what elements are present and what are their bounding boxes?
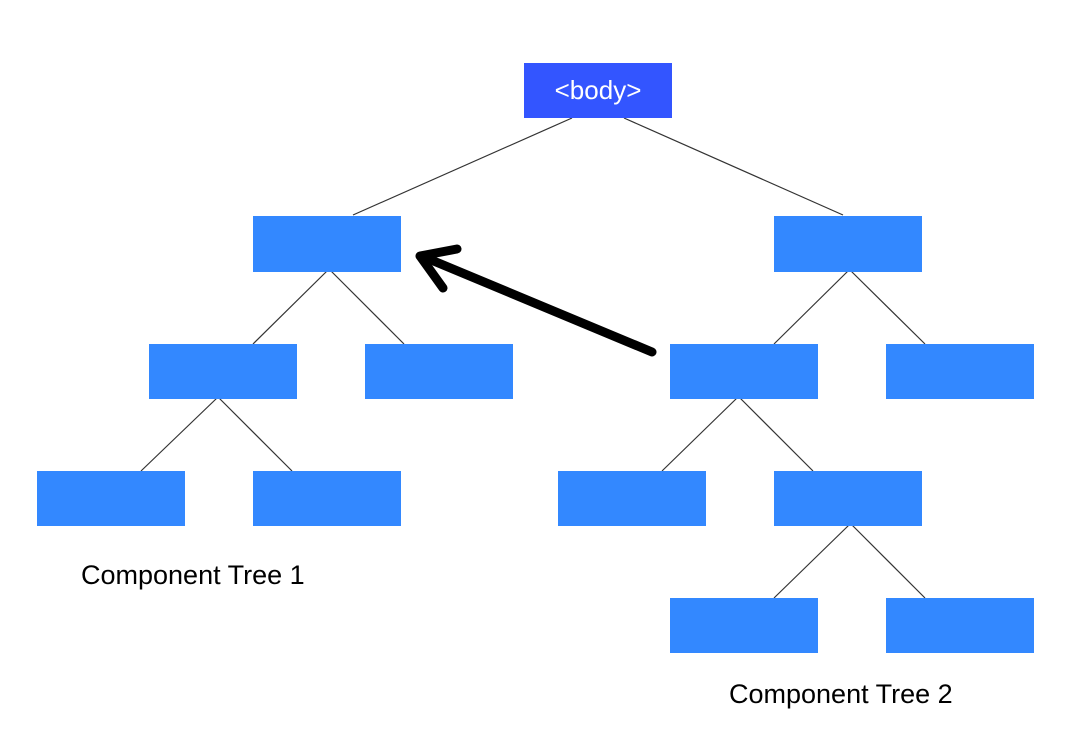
tree2-root-node xyxy=(774,216,922,272)
edge-t1root-to-t1left xyxy=(252,270,328,345)
edge-t2root-to-t2left xyxy=(773,270,849,345)
edge-t2left-to-t2ll xyxy=(661,397,738,472)
body-node-label: <body> xyxy=(555,75,642,105)
tree-edges xyxy=(140,117,926,599)
cross-tree-arrow xyxy=(415,244,657,357)
tree2-left-left-node xyxy=(558,471,706,526)
tree2-right-node xyxy=(886,344,1034,399)
edge-body-to-tree2 xyxy=(623,117,844,216)
tree2-left-right-node xyxy=(774,471,922,526)
tree2-left-node xyxy=(670,344,818,399)
edge-t2root-to-t2right xyxy=(850,270,926,345)
edge-t1root-to-t1right xyxy=(330,270,405,345)
tree1-caption: Component Tree 1 xyxy=(81,560,305,590)
edge-t2left-to-t2lr xyxy=(739,397,814,472)
edge-body-to-tree1 xyxy=(352,117,573,216)
tree2-caption: Component Tree 2 xyxy=(729,679,953,709)
edge-t1left-to-t1lr xyxy=(218,397,293,472)
component-tree-2 xyxy=(558,216,1034,653)
edge-t1left-to-t1ll xyxy=(140,397,218,472)
tree1-root-node xyxy=(253,216,401,272)
edge-t2lr-to-t2lrl xyxy=(773,524,850,599)
tree2-lr-left-node xyxy=(670,598,818,653)
edge-t2lr-to-t2lrr xyxy=(851,524,926,599)
arrow-head xyxy=(415,244,462,293)
tree1-left-node xyxy=(149,344,297,399)
tree1-right-node xyxy=(365,344,513,399)
tree1-left-right-node xyxy=(253,471,401,526)
tree1-left-left-node xyxy=(37,471,185,526)
body-node-box xyxy=(524,63,672,118)
component-tree-1 xyxy=(37,216,513,526)
arrow-shaft xyxy=(419,252,657,357)
tree2-lr-right-node xyxy=(886,598,1034,653)
body-node: <body> xyxy=(524,63,672,118)
